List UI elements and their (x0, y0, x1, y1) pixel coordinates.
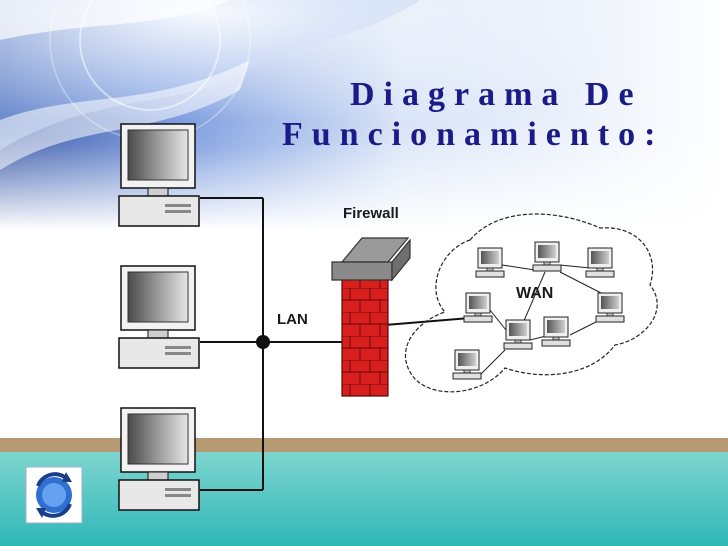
firewall-wall (331, 237, 411, 397)
wan-computer (585, 247, 615, 278)
wan-cloud (404, 213, 658, 393)
lan-computer (118, 265, 200, 369)
wan-computer (532, 241, 562, 272)
lan-label: LAN (277, 311, 308, 328)
lan-bus (200, 197, 471, 491)
globe-refresh-icon (25, 466, 83, 524)
wan-computer (541, 316, 571, 347)
lan-computer (118, 123, 200, 227)
background-banner (0, 0, 728, 230)
wan-computer (503, 319, 533, 350)
page-title-line-2: Funcionamiento: (282, 116, 665, 153)
wan-computer (595, 292, 625, 323)
wan-computer (475, 247, 505, 278)
floor (0, 438, 728, 546)
firewall-label: Firewall (343, 205, 399, 222)
wan-computer (452, 349, 482, 380)
lan-computer (118, 407, 200, 511)
lan-junction (256, 335, 270, 349)
page-title-line-1: Diagrama De (350, 76, 643, 113)
wan-label: WAN (516, 285, 554, 302)
wan-computer (463, 292, 493, 323)
